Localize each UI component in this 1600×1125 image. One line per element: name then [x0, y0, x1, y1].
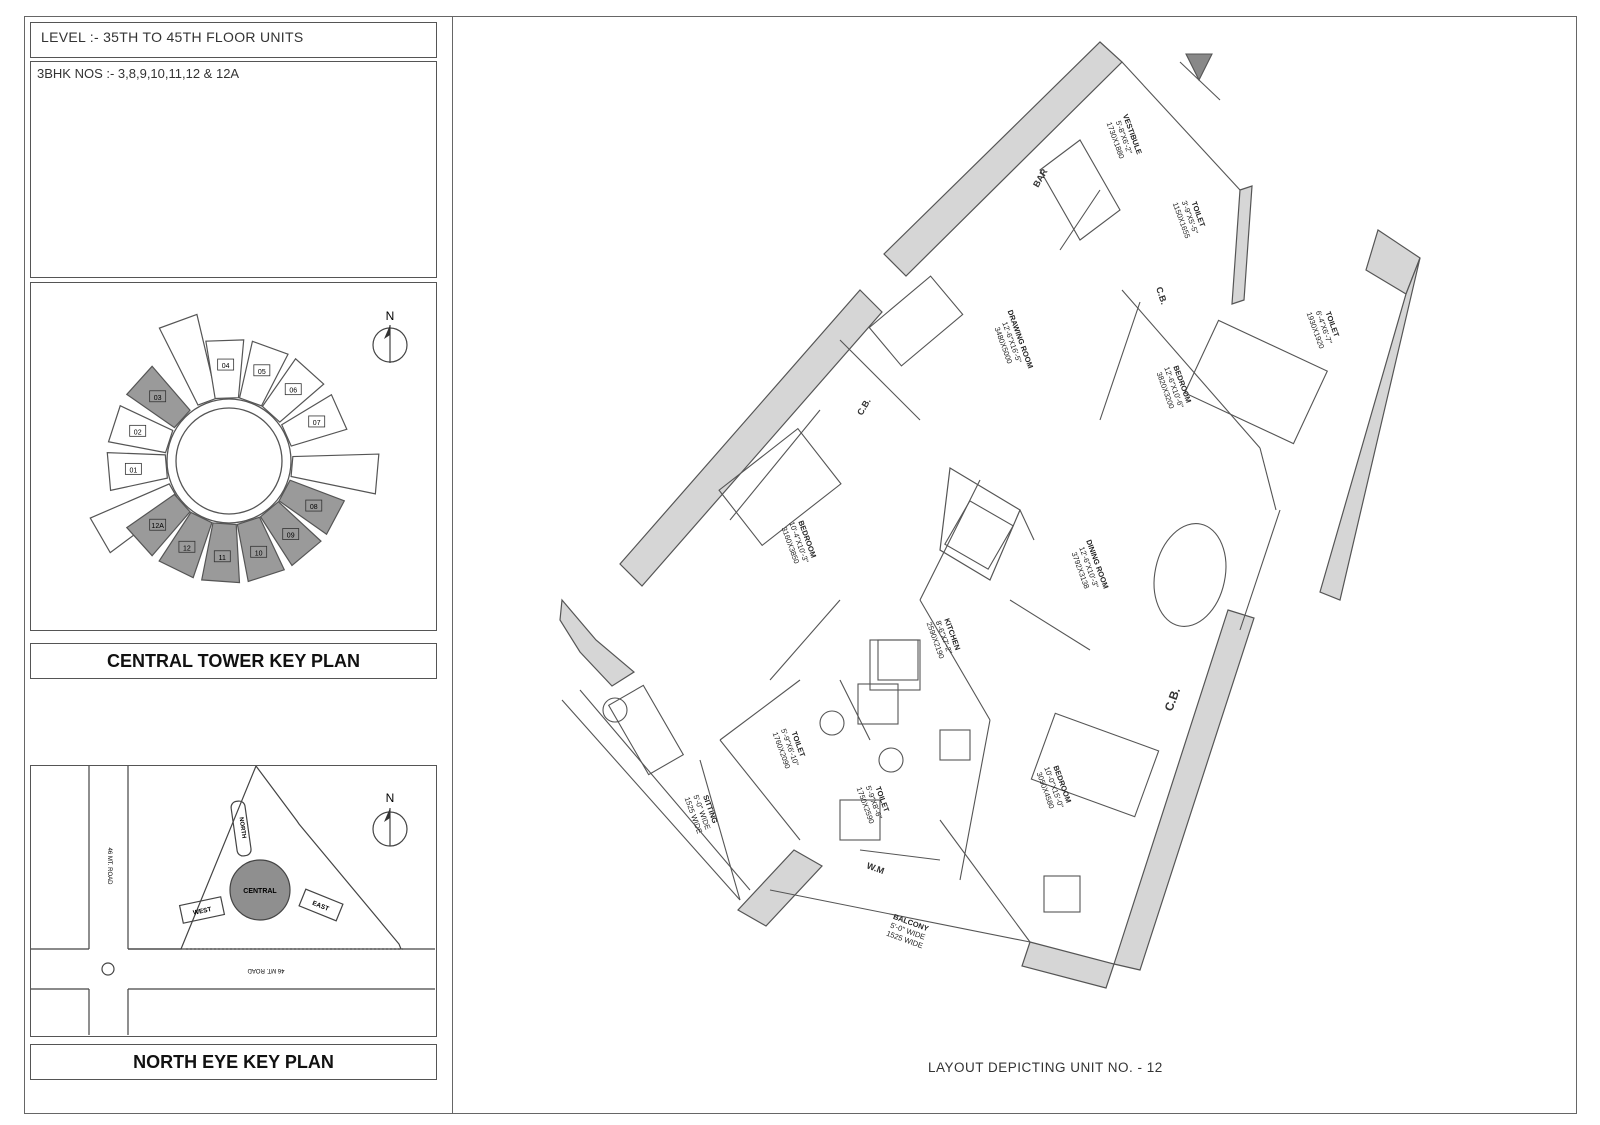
- room-label-7: KITCHEN8'-6"X7'-2"2590X2190: [925, 615, 963, 660]
- road-vertical-label: 46 MT. ROAD: [106, 847, 112, 885]
- unit-label-09: 09: [287, 533, 295, 540]
- room-label-6: DINING ROOM12'-6"X10'-3"3792X3138: [1067, 538, 1110, 596]
- unit-tag-10: [250, 545, 268, 558]
- units-label: 3BHK NOS :- 3,8,9,10,11,12 & 12A: [37, 66, 240, 81]
- unit-label-07: 07: [313, 420, 321, 427]
- room-label-1: TOILET3'-9"X5'-5"1150X1655: [1171, 195, 1209, 240]
- unit-label-02: 02: [134, 429, 142, 436]
- room-label-3: DRAWING ROOM12'-6"X16'-5"3480X5000: [989, 309, 1035, 376]
- wall-east-lower: [1113, 609, 1255, 971]
- north-label: N: [386, 309, 395, 323]
- central-key-title: CENTRAL TOWER KEY PLAN: [106, 651, 361, 671]
- sheet-divider: [452, 16, 453, 1114]
- unit-tag-04: [217, 358, 235, 371]
- north-eye-key-plan: CENTRAL WEST EAST NORTH 46 MT. ROAD 46 M…: [30, 765, 437, 1037]
- unit-label-01: 01: [129, 467, 137, 474]
- wall-bottom-left: [737, 849, 823, 927]
- block-central: CENTRAL: [243, 888, 277, 895]
- north-eye-title: NORTH EYE KEY PLAN: [133, 1052, 334, 1072]
- unit-label-11: 11: [219, 555, 226, 562]
- block-north: NORTH: [238, 817, 247, 839]
- unit-tag-09: [282, 528, 300, 540]
- unit-tag-12a: [149, 518, 167, 531]
- floor-plan: VESTIBULE5'-8"X6'-2"1730X1880TOILET3'-9"…: [559, 41, 1421, 989]
- entry-door: [1179, 61, 1221, 101]
- unit-label-04: 04: [222, 363, 230, 370]
- level-box: LEVEL :- 35TH TO 45TH FLOOR UNITS: [30, 22, 437, 58]
- unit-tag-05: [253, 364, 271, 377]
- wall-west: [619, 289, 883, 587]
- central-key-title-box: CENTRAL TOWER KEY PLAN: [30, 643, 437, 679]
- cb-label-2: C.B.: [1154, 286, 1169, 306]
- room-label-12: BALCONY5'-0" WIDE1525 WIDE: [885, 912, 930, 950]
- bar-label: BAR: [1031, 167, 1050, 189]
- unit-label-12a: 12A: [151, 523, 164, 530]
- unit-tag-02: [129, 424, 147, 437]
- unit-label-08: 08: [310, 504, 318, 511]
- north-label-2: N: [386, 791, 395, 805]
- unit-label-10: 10: [255, 550, 263, 557]
- shaft: [939, 467, 1021, 581]
- unit-tag-11: [213, 550, 231, 563]
- room-label-2: TOILET6'-4"X6'-7"1930X1920: [1305, 305, 1343, 350]
- unit-tag-07: [308, 415, 326, 428]
- wall-sitting: [559, 598, 636, 687]
- wm-label: W.M: [865, 860, 885, 876]
- unit-label-03: 03: [154, 395, 162, 402]
- central-key-drawing: N 01 02 03 04 05 06 07 08 09 10 11 12 12A: [89, 309, 408, 584]
- wall-east-upper: [1319, 257, 1421, 601]
- wall-toilet-ne: [1231, 185, 1253, 305]
- entry-arrow: [1185, 53, 1213, 82]
- north-eye-title-box: NORTH EYE KEY PLAN: [30, 1044, 437, 1080]
- room-label-11: BEDROOM10'-0"X15'-0"3050X4580: [1034, 762, 1074, 812]
- central-key-plan: N 01 02 03 04 05 06 07 08 09 10 11 12 12A: [30, 282, 437, 631]
- unit-tag-01: [124, 462, 142, 475]
- road-horizontal-label: 46 MT. ROAD: [247, 967, 285, 973]
- tower-wing-1: [158, 313, 218, 406]
- layout-caption: LAYOUT DEPICTING UNIT NO. - 12: [928, 1060, 1163, 1075]
- room-label-10: TOILET5'-9"X8'-6"1750X2590: [855, 780, 893, 825]
- unit-label-05: 05: [258, 369, 266, 376]
- unit-tag-03: [149, 390, 167, 403]
- unit-tag-06: [284, 383, 302, 396]
- room-label-9: SITTING5'-0" WIDE1525 WIDE: [683, 790, 721, 835]
- unit-label-06: 06: [289, 388, 297, 395]
- block-west: WEST: [192, 906, 212, 917]
- north-arrow: N: [372, 791, 408, 847]
- level-label: LEVEL :- 35TH TO 45TH FLOOR UNITS: [41, 29, 304, 45]
- room-label-5: BEDROOM10'-4"X10'-3"3160X3850: [779, 517, 819, 567]
- wall-north-west: [883, 41, 1123, 277]
- unit-tag-12: [178, 540, 196, 553]
- unit-label-12: 12: [183, 545, 191, 552]
- tower-wing-2: [290, 453, 380, 495]
- north-arrow: N: [372, 309, 408, 363]
- sheet-border: [24, 16, 1577, 1114]
- cb-label-3: C.B.: [1162, 686, 1183, 713]
- unit-tag-08: [305, 499, 323, 512]
- block-east: EAST: [311, 900, 330, 913]
- room-label-4: BEDROOM12'-6"X10'-6"3820X3200: [1154, 362, 1194, 412]
- room-label-8: TOILET5'-9"X6'-10"1760X2090: [771, 724, 810, 770]
- cb-label-1: C.B.: [855, 396, 873, 417]
- room-label-0: VESTIBULE5'-8"X6'-2"1730X1880: [1104, 113, 1144, 162]
- wall-se: [1021, 941, 1115, 989]
- north-eye-drawing: CENTRAL WEST EAST NORTH 46 MT. ROAD 46 M…: [31, 765, 435, 1035]
- units-box: 3BHK NOS :- 3,8,9,10,11,12 & 12A: [30, 61, 437, 278]
- room-labels: VESTIBULE5'-8"X6'-2"1730X1880TOILET3'-9"…: [683, 113, 1343, 951]
